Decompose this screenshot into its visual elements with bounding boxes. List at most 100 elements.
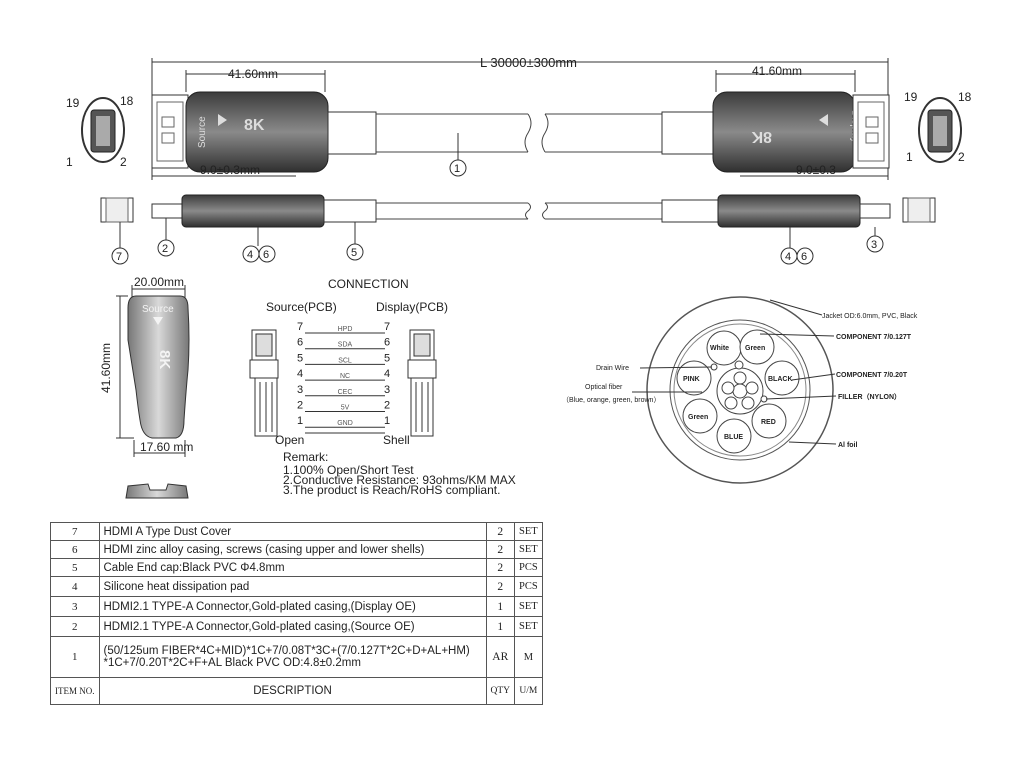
conductor-labels: White Green PINK BLACK Green RED BLUE	[683, 345, 793, 441]
callout-label: 6	[801, 251, 807, 263]
bom-header-description: DESCRIPTION	[98, 677, 487, 705]
bom-qty: 1	[485, 616, 516, 637]
connection-signal: SCL	[338, 357, 352, 364]
total-length-label: L 30000±300mm	[480, 55, 577, 70]
bom-description: HDMI zinc alloy casing, screws (casing u…	[98, 540, 487, 559]
callout-label: 3	[871, 239, 877, 251]
bom-unit: PCS	[514, 576, 543, 597]
display-pcb-header: Display(PCB)	[376, 300, 448, 314]
cable-cross-section	[646, 296, 834, 484]
cable-top	[376, 113, 662, 153]
plug-length-dimension-left	[185, 70, 326, 92]
connection-pin-left: 4	[297, 368, 303, 380]
bom-description: HDMI2.1 TYPE-A Connector,Gold-plated cas…	[98, 596, 487, 617]
connection-signal: GND	[337, 420, 353, 427]
housing-8k-label: 8K	[156, 350, 173, 369]
pin-label: 19	[904, 90, 918, 104]
housing-height-dimension	[116, 295, 134, 439]
callout-label: 4	[247, 249, 253, 261]
callout-label: 1	[454, 163, 460, 175]
bom-unit: M	[514, 636, 543, 678]
bom-unit: SET	[514, 522, 543, 541]
housing-end-cap	[125, 483, 189, 499]
bom-unit: SET	[514, 616, 543, 637]
conductor-label: Green	[745, 345, 765, 352]
bom-header-unit: U/M	[514, 677, 543, 705]
conductor-label: BLUE	[724, 434, 743, 441]
callout-label: 5	[351, 247, 357, 259]
plug-width-dimension-left	[151, 168, 296, 180]
source-pcb-header: Source(PCB)	[266, 300, 337, 314]
connection-pin-right: 3	[384, 384, 390, 396]
jacket-label: Jacket OD:6.0mm, PVC, Black	[822, 313, 918, 320]
optical-fiber-label: Optical fiber	[585, 384, 623, 391]
hdmi-end-view-right	[918, 97, 962, 163]
pin-label: 1	[906, 150, 913, 164]
bom-description: Silicone heat dissipation pad	[98, 576, 487, 597]
pin-label: 18	[120, 94, 134, 108]
bom-header-qty: QTY	[485, 677, 516, 705]
conductor-label: White	[710, 345, 729, 352]
connection-signal: CEC	[338, 389, 353, 396]
callout-circle	[449, 159, 467, 177]
bom-qty: 1	[485, 596, 516, 617]
housing-height-label: 41.60mm	[99, 343, 113, 393]
bom-item-no: 6	[50, 540, 100, 559]
connection-pin-right: 4	[384, 368, 390, 380]
connection-signal: 5V	[341, 405, 350, 412]
side-callouts: 7 2 4 6 5 3 4 6	[111, 235, 884, 265]
bom-description: Cable End cap:Black PVC Φ4.8mm	[98, 558, 487, 577]
remark-line: 3.The product is Reach/RoHS compliant.	[283, 483, 500, 497]
plug-length-label-right: 41.60mm	[752, 64, 802, 78]
housing-width-label: 20.00mm	[134, 275, 184, 289]
housing-bottom-label: 17.60 mm	[140, 440, 193, 454]
source-plug-top: Source 8K	[151, 91, 377, 173]
callout-label: 4	[785, 251, 791, 263]
connection-pin-left: 3	[297, 384, 303, 396]
optical-fiber-colors: （Blue, orange, green, brown）	[562, 396, 660, 404]
conductor-label: PINK	[683, 376, 700, 383]
connection-signal: NC	[340, 373, 350, 380]
hdmi-end-view-left	[81, 97, 125, 163]
connection-pin-left: 2	[297, 400, 303, 412]
bom-item-no: 3	[50, 596, 100, 617]
component-20-label: COMPONENT 7/0.20T	[836, 372, 908, 379]
component-127-label: COMPONENT 7/0.127T	[836, 334, 912, 341]
conductor-label: Green	[688, 414, 708, 421]
al-foil-label: Al foil	[838, 442, 857, 449]
callout-label: 6	[263, 249, 269, 261]
bom-item-no: 4	[50, 576, 100, 597]
conductor-label: BLACK	[768, 376, 793, 383]
cross-section-annotations: Jacket OD:6.0mm, PVC, Black COMPONENT 7/…	[562, 313, 918, 449]
side-view	[100, 194, 936, 228]
plug-length-label-left: 41.60mm	[228, 67, 278, 81]
connection-pin-right: 6	[384, 337, 390, 349]
cross-section-leaders	[632, 299, 837, 445]
bom-unit: SET	[514, 596, 543, 617]
shell-label: Shell	[383, 433, 410, 447]
connection-pin-right: 2	[384, 400, 390, 412]
bom-unit: PCS	[514, 558, 543, 577]
housing-source-label: Source	[142, 304, 174, 315]
bom-item-no: 5	[50, 558, 100, 577]
side-callout-leaders	[119, 218, 876, 248]
bom-description: HDMI A Type Dust Cover	[98, 522, 487, 541]
bom-unit: SET	[514, 540, 543, 559]
total-length-dimension	[151, 58, 889, 100]
plug-width-label-right: 9.0±0.3	[796, 163, 836, 177]
filler-label: FILLER（NYLON）	[838, 393, 901, 401]
connection-title: CONNECTION	[328, 277, 409, 291]
housing-body	[127, 295, 190, 439]
bom-item-no: 7	[50, 522, 100, 541]
bom-row: 1(50/125um FIBER*4C+MID)*1C+7/0.08T*3C+(…	[50, 636, 543, 678]
plug-width-dimension-right	[740, 168, 889, 180]
